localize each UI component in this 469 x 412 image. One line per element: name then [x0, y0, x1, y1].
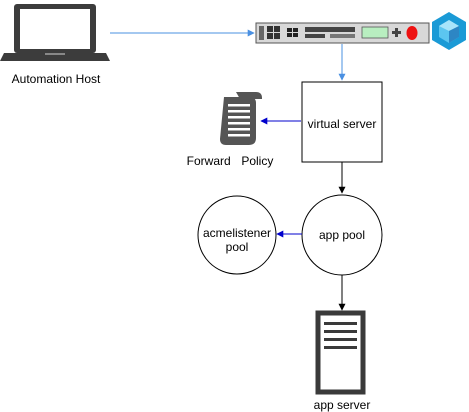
app-server-label: app server	[313, 398, 371, 412]
app-pool-label: app pool	[318, 228, 366, 242]
policy-scroll-icon	[220, 92, 262, 145]
forward-policy-label: Forward Policy	[186, 154, 274, 168]
acme-pool-label: acmelistener pool	[202, 226, 272, 254]
network-appliance-icon	[255, 22, 430, 44]
automation-host-label: Automation Host	[11, 72, 101, 86]
acme-pool-circle	[197, 195, 277, 275]
virtual-server-box	[301, 81, 383, 163]
laptop-icon	[0, 4, 110, 61]
server-tower-icon	[315, 310, 366, 395]
cube-logo-icon	[432, 12, 466, 50]
virtual-server-label: virtual server	[307, 117, 377, 131]
